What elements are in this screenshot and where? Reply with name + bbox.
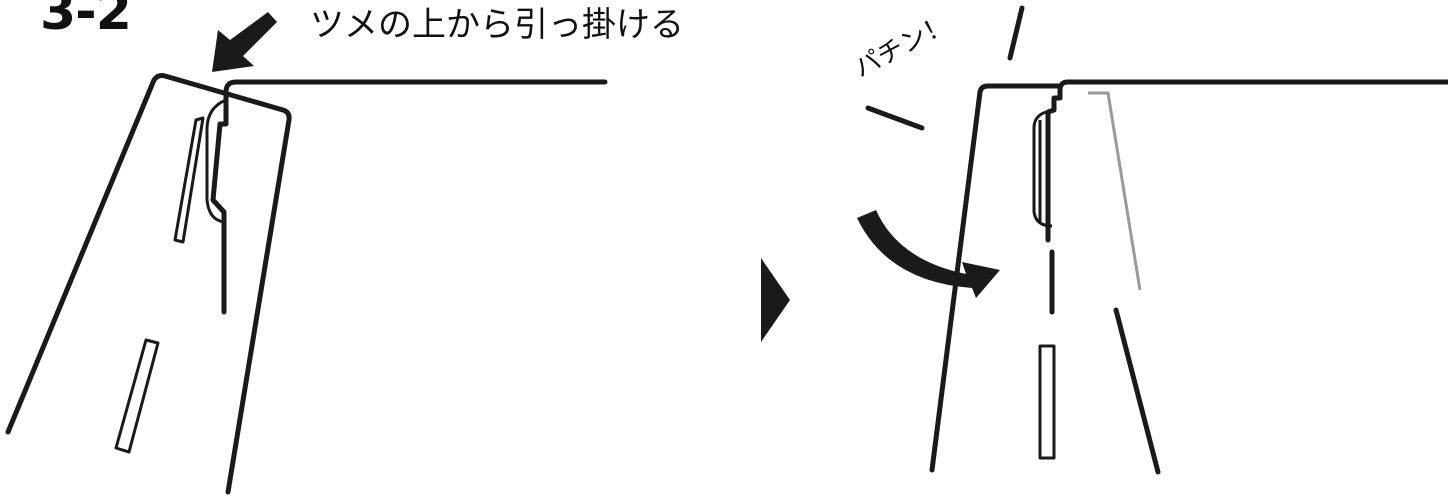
step-label: 3-2 bbox=[40, 0, 132, 42]
curved-arrow-icon bbox=[857, 210, 1000, 298]
base-panel-edge-after bbox=[1045, 79, 1448, 243]
instruction-text: ツメの上から引っ掛ける bbox=[310, 5, 684, 45]
lower-slot bbox=[114, 338, 160, 454]
claw-hook bbox=[205, 98, 227, 224]
hidden-edge bbox=[1088, 91, 1142, 291]
front-panel-outline-after bbox=[929, 83, 1063, 473]
base-panel-edge bbox=[210, 79, 608, 315]
diagonal-arrow-icon bbox=[212, 12, 277, 72]
play-triangle-icon bbox=[761, 258, 790, 342]
after-panel bbox=[857, 5, 1448, 475]
front-panel-outline bbox=[5, 73, 292, 495]
claw-hook-after bbox=[1032, 110, 1053, 228]
base-panel-side bbox=[1113, 307, 1161, 475]
lower-slot-after bbox=[1038, 344, 1056, 460]
impact-line-1 bbox=[865, 105, 925, 131]
impact-line-2 bbox=[1007, 5, 1025, 61]
before-panel bbox=[5, 12, 608, 495]
upper-slot bbox=[173, 116, 205, 244]
